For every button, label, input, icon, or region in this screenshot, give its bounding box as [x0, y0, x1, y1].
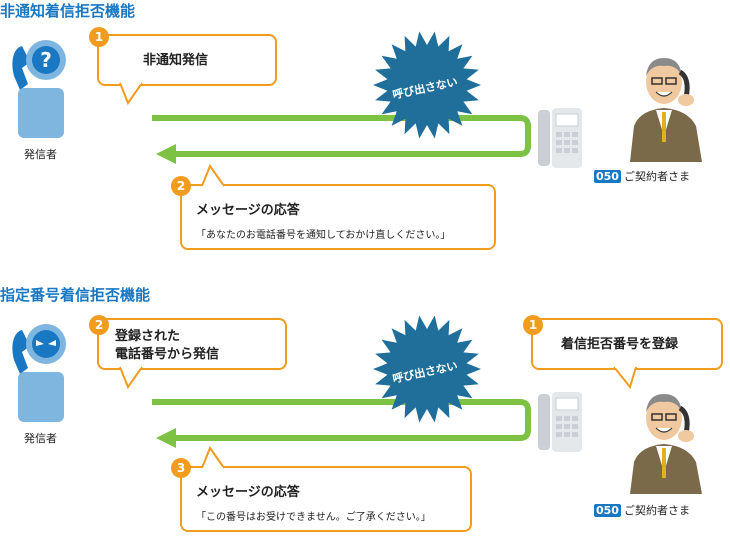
- call-flow-arrow: [152, 399, 531, 448]
- bubble-register-number: 着信拒否番号を登録: [531, 318, 723, 370]
- caller-question-icon: ?: [12, 40, 66, 138]
- receiver-man-icon: [630, 58, 702, 162]
- bubble-message-response: メッセージの応答 「この番号はお受けできません。ご了承ください。」: [180, 466, 472, 532]
- bubble-message-response: メッセージの応答 「あなたのお電話番号を通知しておかけ直しください。」: [180, 184, 496, 250]
- bubble-tail: [119, 80, 143, 106]
- section-title: 指定番号着信拒否機能: [0, 286, 151, 304]
- receiver-man-icon: [630, 394, 702, 494]
- 050-badge: 050: [594, 504, 621, 517]
- telephone-icon: [538, 392, 582, 452]
- bubble-message: 「あなたのお電話番号を通知しておかけ直しください。」: [196, 230, 451, 241]
- bubble-title: メッセージの応答: [196, 203, 300, 218]
- bubble-tail: [119, 364, 143, 390]
- bubble-tail: [201, 163, 225, 189]
- caller-label: 発信者: [24, 432, 57, 445]
- bubble-anonymous-call: 非通知発信: [97, 34, 277, 86]
- bubble-text: 着信拒否番号を登録: [561, 337, 679, 352]
- no-ring-burst: [373, 31, 481, 139]
- receiver-text: ご契約者さま: [623, 504, 690, 517]
- bubble-message: 「この番号はお受けできません。ご了承ください。」: [196, 512, 431, 523]
- step-badge: 2: [89, 315, 109, 335]
- no-ring-burst: [373, 315, 481, 423]
- receiver-text: ご契約者さま: [623, 170, 690, 183]
- step-badge: 2: [171, 176, 191, 196]
- telephone-icon: [538, 108, 582, 168]
- step-badge: 1: [89, 27, 109, 47]
- bubble-title: メッセージの応答: [196, 485, 300, 500]
- section-specified-reject: 指定番号着信拒否機能 発信者 登録された 電話番号から発信 2 呼び出さない: [0, 284, 730, 552]
- caller-label: 発信者: [24, 148, 57, 161]
- svg-text:?: ?: [40, 48, 52, 72]
- call-flow-arrow: [152, 115, 531, 164]
- section-anonymous-reject: 非通知着信拒否機能 ? 発信者 非通知発信 1 呼び出さない: [0, 0, 730, 268]
- bubble-registered-call: 登録された 電話番号から発信: [97, 318, 287, 370]
- step-badge: 3: [171, 458, 191, 478]
- 050-badge: 050: [594, 170, 621, 183]
- bubble-tail: [201, 445, 225, 471]
- bubble-tail: [613, 364, 637, 390]
- section-title: 非通知着信拒否機能: [0, 2, 136, 20]
- caller-masked-icon: [12, 324, 66, 422]
- step-badge: 1: [523, 315, 543, 335]
- bubble-line1: 登録された: [115, 329, 181, 344]
- bubble-line2: 電話番号から発信: [115, 347, 220, 362]
- bubble-text: 非通知発信: [143, 53, 209, 68]
